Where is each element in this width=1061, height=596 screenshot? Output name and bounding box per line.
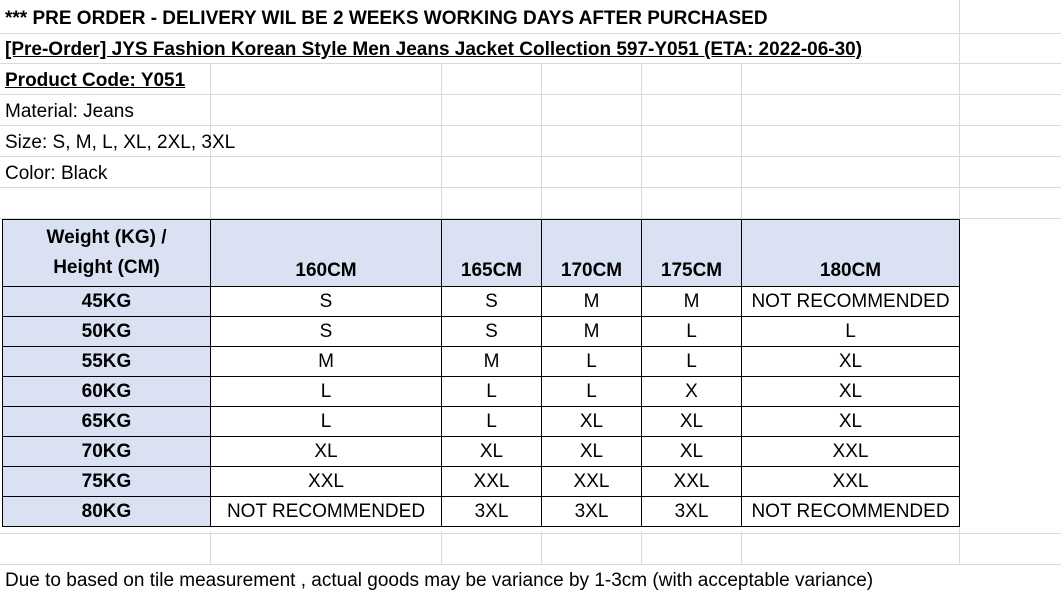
column-divider <box>741 64 742 219</box>
table-row: 55KG M M L L XL <box>2 346 960 377</box>
sheet-row: Material: Jeans <box>0 95 1061 126</box>
column-divider <box>441 64 442 219</box>
footer-note: Due to based on tile measurement , actua… <box>5 570 874 591</box>
size-cell: XXL <box>741 466 960 497</box>
size-cell: L <box>541 346 642 377</box>
sheet-row: Due to based on tile measurement , actua… <box>0 565 1061 596</box>
size-cell: 3XL <box>541 496 642 527</box>
weight-label: 50KG <box>2 316 211 347</box>
height-column-header: 160CM <box>210 219 442 287</box>
size-cell: XL <box>541 436 642 467</box>
size-cell: L <box>641 316 742 347</box>
column-divider <box>210 531 211 565</box>
size-cell: XXL <box>541 466 642 497</box>
size-cell: M <box>541 286 642 317</box>
size-chart-table: Weight (KG) / Height (CM) 160CM 165CM 17… <box>2 219 960 527</box>
preorder-notice: *** PRE ORDER - DELIVERY WIL BE 2 WEEKS … <box>5 8 768 29</box>
sheet-row: Size: S, M, L, XL, 2XL, 3XL <box>0 126 1061 157</box>
size-cell: M <box>210 346 442 377</box>
size-cell: XL <box>641 436 742 467</box>
product-material: Material: Jeans <box>5 101 134 122</box>
size-cell: XL <box>641 406 742 437</box>
weight-height-header: Weight (KG) / Height (CM) <box>2 219 211 287</box>
height-column-header: 170CM <box>541 219 642 287</box>
product-color: Color: Black <box>5 163 108 184</box>
size-cell: NOT RECOMMENDED <box>741 286 960 317</box>
weight-label: 75KG <box>2 466 211 497</box>
sheet-row <box>0 188 1061 219</box>
product-sizes: Size: S, M, L, XL, 2XL, 3XL <box>5 132 236 153</box>
height-header-label: Height (CM) <box>53 257 160 278</box>
size-cell: XL <box>741 376 960 407</box>
size-cell: L <box>641 346 742 377</box>
height-column-header: 180CM <box>741 219 960 287</box>
weight-label: 70KG <box>2 436 211 467</box>
product-title: [Pre-Order] JYS Fashion Korean Style Men… <box>5 39 863 60</box>
size-cell: L <box>210 376 442 407</box>
size-cell: NOT RECOMMENDED <box>741 496 960 527</box>
size-cell: XL <box>741 406 960 437</box>
size-cell: XXL <box>741 436 960 467</box>
weight-label: 55KG <box>2 346 211 377</box>
size-cell: XXL <box>441 466 542 497</box>
size-cell: L <box>210 406 442 437</box>
weight-label: 80KG <box>2 496 211 527</box>
sheet-row: *** PRE ORDER - DELIVERY WIL BE 2 WEEKS … <box>0 0 1061 34</box>
size-cell: XXL <box>210 466 442 497</box>
sheet-row: Product Code: Y051 <box>0 64 1061 95</box>
table-row: 60KG L L L X XL <box>2 376 960 407</box>
table-row: 45KG S S M M NOT RECOMMENDED <box>2 286 960 317</box>
column-divider <box>741 531 742 565</box>
size-cell: S <box>441 316 542 347</box>
column-divider <box>441 531 442 565</box>
weight-label: 65KG <box>2 406 211 437</box>
column-divider <box>641 64 642 219</box>
size-cell: S <box>441 286 542 317</box>
column-divider <box>959 0 960 565</box>
sheet-row: Color: Black <box>0 157 1061 188</box>
table-row: 50KG S S M L L <box>2 316 960 347</box>
height-column-header: 165CM <box>441 219 542 287</box>
size-cell: XL <box>741 346 960 377</box>
weight-label: 60KG <box>2 376 211 407</box>
size-cell: S <box>210 286 442 317</box>
size-cell: XXL <box>641 466 742 497</box>
weight-label: 45KG <box>2 286 211 317</box>
column-divider <box>541 64 542 219</box>
height-column-header: 175CM <box>641 219 742 287</box>
size-chart-header-row: Weight (KG) / Height (CM) 160CM 165CM 17… <box>2 219 960 287</box>
table-row: 65KG L L XL XL XL <box>2 406 960 437</box>
table-row: 75KG XXL XXL XXL XXL XXL <box>2 466 960 497</box>
size-cell: M <box>541 316 642 347</box>
column-divider <box>210 64 211 283</box>
size-cell: M <box>441 346 542 377</box>
product-code: Product Code: Y051 <box>5 70 186 91</box>
size-cell: L <box>541 376 642 407</box>
table-row: 80KG NOT RECOMMENDED 3XL 3XL 3XL NOT REC… <box>2 496 960 527</box>
table-row: 70KG XL XL XL XL XXL <box>2 436 960 467</box>
size-cell: NOT RECOMMENDED <box>210 496 442 527</box>
size-cell: M <box>641 286 742 317</box>
column-divider <box>641 531 642 565</box>
column-divider <box>541 531 542 565</box>
size-cell: XL <box>210 436 442 467</box>
size-cell: L <box>441 376 542 407</box>
size-cell: 3XL <box>441 496 542 527</box>
sheet-row: [Pre-Order] JYS Fashion Korean Style Men… <box>0 34 1061 64</box>
weight-header-label: Weight (KG) / <box>46 227 167 248</box>
sheet-row <box>0 533 1061 565</box>
size-cell: XL <box>541 406 642 437</box>
size-cell: XL <box>441 436 542 467</box>
size-cell: S <box>210 316 442 347</box>
size-cell: L <box>741 316 960 347</box>
size-cell: 3XL <box>641 496 742 527</box>
size-cell: L <box>441 406 542 437</box>
size-cell: X <box>641 376 742 407</box>
